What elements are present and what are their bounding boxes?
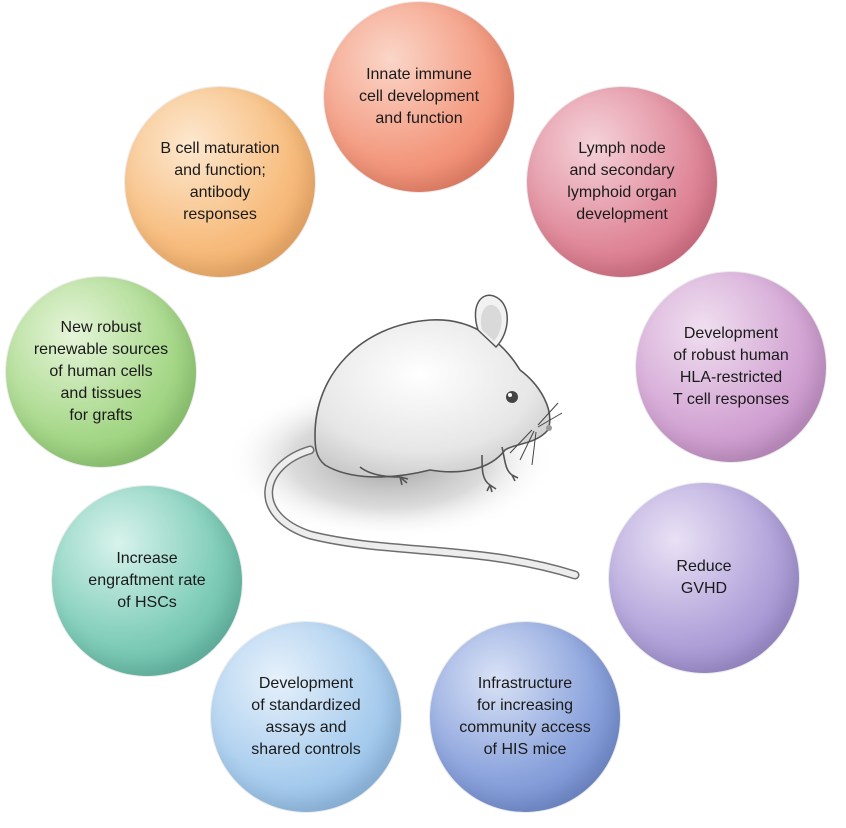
bubble-renewable-sources: New robust renewable sources of human ce… (6, 277, 196, 467)
mouse-ear-inner (480, 304, 502, 341)
bubble-lymph-node: Lymph node and secondary lymphoid organ … (527, 87, 717, 277)
mouse-body (314, 319, 551, 478)
bubble-standardized-assays-text: Development of standardized assays and s… (251, 675, 361, 758)
bubble-lymph-node-text: Lymph node and secondary lymphoid organ … (567, 140, 677, 223)
mouse-tail (265, 447, 578, 578)
bubble-innate-immune: Innate immune cell development and funct… (324, 2, 514, 192)
mouse-illustration (225, 294, 580, 580)
bubble-infrastructure-text: Infrastructure for increasing community … (459, 675, 591, 758)
mouse-whiskers (509, 402, 563, 466)
bubble-standardized-assays: Development of standardized assays and s… (211, 622, 401, 812)
bubble-innate-immune-text: Innate immune cell development and funct… (358, 66, 480, 127)
mouse-nose (546, 425, 552, 431)
bubble-infrastructure: Infrastructure for increasing community … (430, 622, 620, 812)
bubble-b-cell-text: B cell maturation and function; antibody… (160, 140, 280, 223)
bubble-b-cell: B cell maturation and function; antibody… (125, 87, 315, 277)
bubble-reduce-gvhd-text: Reduce GVHD (676, 558, 732, 597)
bubble-hsc-engraftment-text: Increase engraftment rate of HSCs (88, 550, 206, 611)
mouse-front-paw (481, 454, 497, 493)
mouse-back-paw (359, 466, 409, 486)
bubble-reduce-gvhd: Reduce GVHD (609, 483, 799, 673)
mouse-eye (506, 391, 518, 403)
bubble-renewable-sources-text: New robust renewable sources of human ce… (33, 319, 169, 424)
bubble-hla-t-cell-text: Development of robust human HLA-restrict… (672, 325, 790, 408)
mouse-front-paw-2 (501, 446, 519, 482)
bubble-hla-t-cell: Development of robust human HLA-restrict… (636, 272, 826, 462)
bubble-hsc-engraftment: Increase engraftment rate of HSCs (52, 486, 242, 676)
